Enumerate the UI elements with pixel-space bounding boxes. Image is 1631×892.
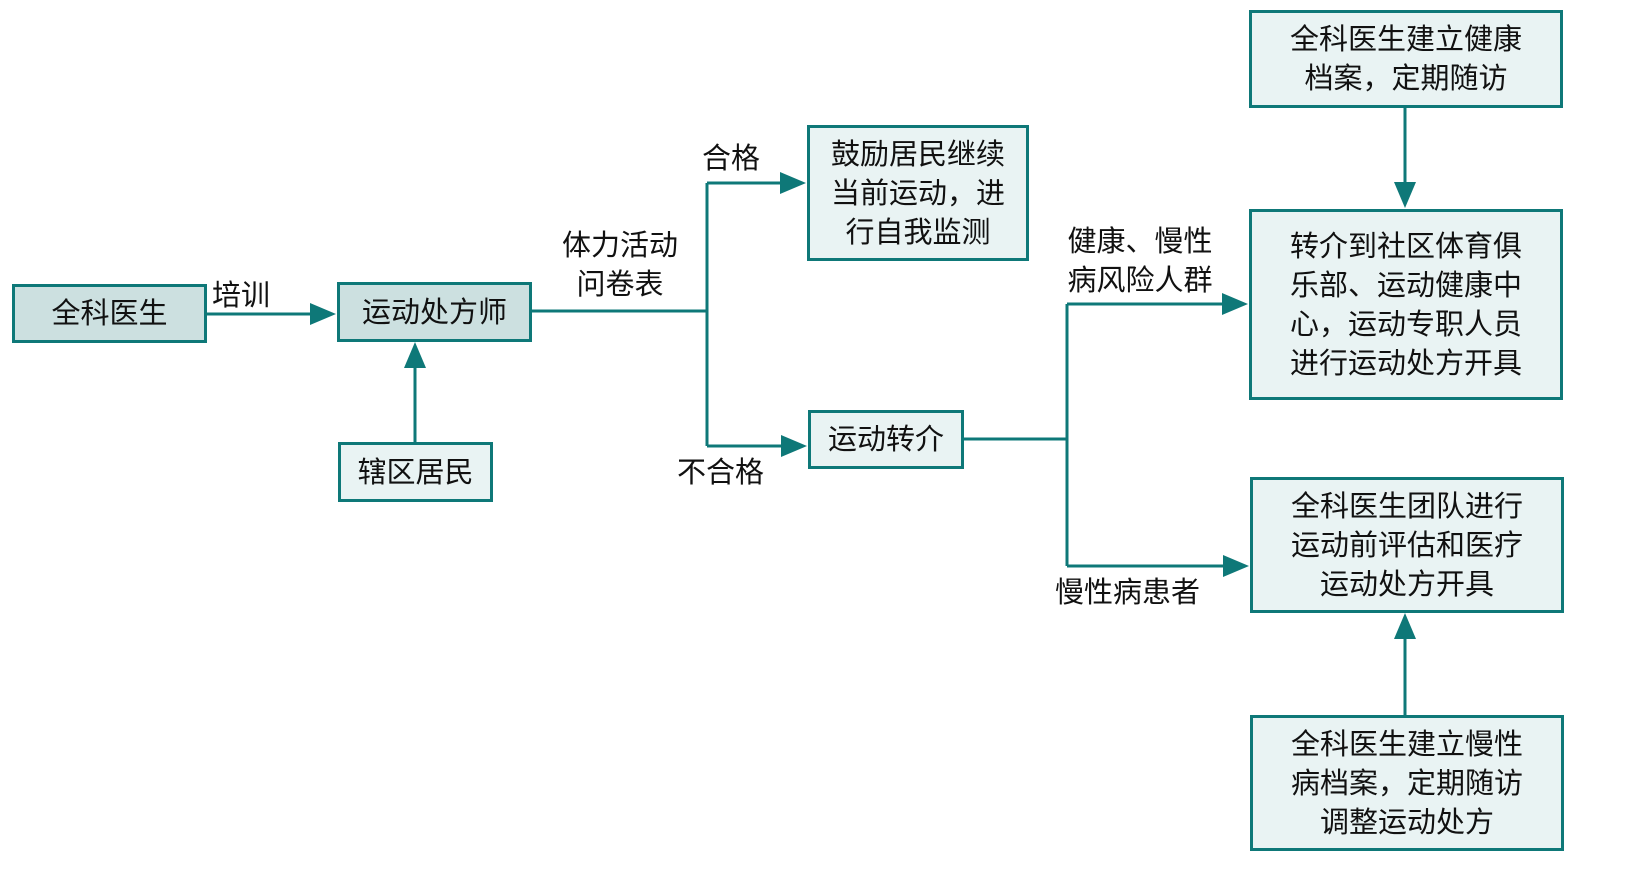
- node-text: 全科医生团队进行: [1290, 488, 1523, 523]
- arrowhead-icon: [404, 342, 426, 368]
- node-text: 调整运动处方: [1319, 804, 1494, 839]
- node-text: 运动处方师: [361, 294, 507, 329]
- arrowhead-icon: [781, 435, 807, 457]
- node-text: 行自我监测: [845, 214, 991, 249]
- arrowhead-icon: [1394, 182, 1416, 208]
- node-residents: 辖区居民: [338, 442, 493, 502]
- node-text: 全科医生建立健康: [1289, 22, 1522, 56]
- label-pass: 合格: [702, 141, 761, 175]
- node-text: 鼓励居民继续: [830, 136, 1005, 171]
- node-health-archive: 全科医生建立健康 档案，定期随访: [1249, 10, 1563, 108]
- node-text: 心，运动专职人员: [1289, 306, 1522, 341]
- arrowhead-icon: [780, 172, 806, 194]
- node-text: 当前运动，进: [830, 175, 1005, 210]
- node-text: 运动前评估和医疗: [1290, 527, 1523, 562]
- node-text: 辖区居民: [357, 454, 474, 489]
- node-text: 转介到社区体育俱: [1289, 228, 1522, 263]
- node-text: 进行运动处方开具: [1289, 345, 1522, 380]
- node-text: 运动转介: [827, 422, 944, 456]
- node-text: 乐部、运动健康中: [1289, 267, 1522, 302]
- node-text: 病档案，定期随访: [1290, 765, 1523, 800]
- label-healthy-risk: 健康、慢性 病风险人群: [1058, 222, 1222, 300]
- node-gp: 全科医生: [12, 284, 207, 343]
- arrowhead-icon: [1394, 613, 1416, 639]
- node-encourage: 鼓励居民继续 当前运动，进 行自我监测: [807, 125, 1029, 261]
- label-chronic-patients: 慢性病患者: [1055, 575, 1201, 609]
- arrowhead-icon: [1222, 293, 1248, 315]
- label-line: 体力活动: [561, 228, 678, 262]
- node-text: 全科医生建立慢性: [1290, 726, 1523, 761]
- label-fail: 不合格: [677, 455, 765, 489]
- node-text: 全科医生: [51, 296, 168, 330]
- label-training: 培训: [212, 278, 271, 312]
- arrowhead-icon: [1223, 555, 1249, 577]
- node-community-referral: 转介到社区体育俱 乐部、运动健康中 心，运动专职人员 进行运动处方开具: [1249, 209, 1563, 400]
- arrowhead-icon: [310, 303, 336, 325]
- label-questionnaire: 体力活动 问卷表: [548, 226, 692, 304]
- label-line: 问卷表: [576, 267, 664, 301]
- label-line: 健康、慢性: [1067, 224, 1213, 258]
- node-prescriber: 运动处方师: [337, 282, 532, 342]
- node-text: 档案，定期随访: [1304, 61, 1508, 95]
- node-gp-team: 全科医生团队进行 运动前评估和医疗 运动处方开具: [1250, 477, 1564, 613]
- node-chronic-archive: 全科医生建立慢性 病档案，定期随访 调整运动处方: [1250, 715, 1564, 851]
- node-text: 运动处方开具: [1319, 566, 1494, 601]
- node-referral: 运动转介: [808, 410, 964, 469]
- label-line: 病风险人群: [1067, 263, 1213, 297]
